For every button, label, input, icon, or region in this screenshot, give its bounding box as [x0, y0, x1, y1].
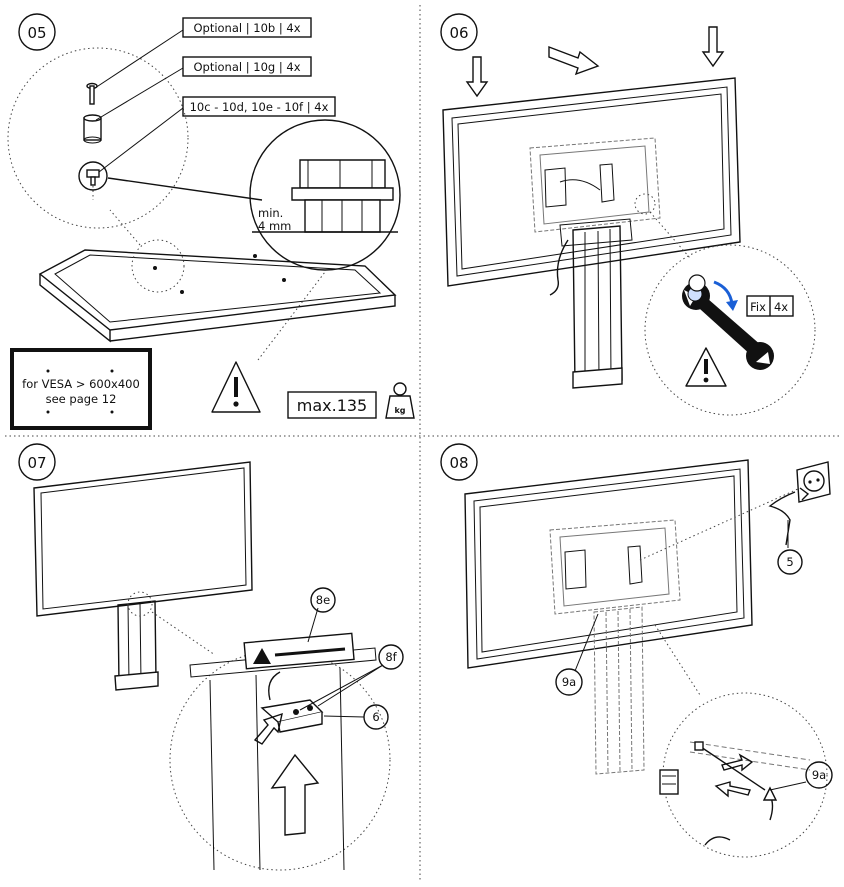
label-10g: Optional | 10g | 4x — [182, 56, 312, 77]
tv-panel-flat — [38, 239, 397, 343]
svg-text:4 mm: 4 mm — [258, 219, 291, 233]
max-load-label: max.135 — [287, 391, 377, 419]
svg-text:4x: 4x — [774, 300, 788, 314]
label-10c: 10c - 10d, 10e - 10f | 4x — [182, 96, 336, 117]
svg-text:kg: kg — [394, 406, 405, 415]
push-arrow-icon — [253, 712, 283, 745]
cable — [549, 239, 569, 296]
quadrant-dividers — [5, 5, 839, 882]
svg-text:for VESA > 600x400: for VESA > 600x400 — [22, 377, 140, 391]
svg-text:8e: 8e — [316, 593, 330, 607]
tv-screen-front — [33, 461, 253, 617]
wrench-icon — [682, 274, 774, 370]
step-06: 06 — [440, 13, 816, 416]
svg-text:5: 5 — [786, 555, 793, 569]
callout-9a-main: 9a — [555, 668, 583, 696]
power-cable — [768, 491, 796, 546]
up-arrow-icon — [270, 753, 320, 836]
label-10b: Optional | 10b | 4x — [182, 17, 312, 38]
spacer-10g — [83, 114, 102, 144]
lift-column — [559, 218, 633, 389]
callout-5: 5 — [777, 549, 803, 575]
connector-detail — [659, 769, 679, 795]
wrench-zoom-circle — [644, 244, 816, 416]
svg-text:Optional | 10g | 4x: Optional | 10g | 4x — [193, 60, 300, 74]
svg-text:9a: 9a — [812, 768, 826, 782]
power-socket-icon — [796, 461, 831, 503]
bolt-10b — [86, 82, 98, 105]
lift-column — [114, 600, 159, 691]
step-08-number: 08 — [449, 454, 468, 472]
svg-text:10c - 10d, 10e - 10f | 4x: 10c - 10d, 10e - 10f | 4x — [190, 100, 329, 114]
step-05-badge: 05 — [18, 13, 56, 51]
hardware-zoom-circle — [7, 47, 189, 229]
svg-text:min.: min. — [258, 206, 283, 220]
mount-plate — [549, 519, 681, 615]
step-08: 08 5 — [440, 443, 833, 858]
push-arrow-icon — [548, 45, 600, 76]
step-07-number: 07 — [27, 454, 46, 472]
column-detail — [189, 632, 377, 871]
down-arrow-icon — [465, 56, 489, 98]
fix-label: Fix 4x — [746, 295, 794, 317]
svg-text:9a: 9a — [562, 675, 576, 689]
cable-zoom-circle — [662, 692, 828, 858]
svg-text:6: 6 — [372, 710, 379, 724]
step-07-badge: 07 — [18, 443, 56, 481]
svg-text:Fix: Fix — [750, 300, 766, 314]
washer-highlight-circle — [78, 161, 108, 191]
step-06-badge: 06 — [440, 13, 478, 51]
step-07: 07 — [18, 443, 404, 871]
vesa-note-box: for VESA > 600x400 see page 12 — [10, 348, 152, 430]
svg-text:Optional | 10b | 4x: Optional | 10b | 4x — [193, 21, 300, 35]
step-05-number: 05 — [27, 24, 46, 42]
down-arrow-icon — [701, 26, 725, 68]
tv-screen-back — [442, 77, 741, 287]
screw-10c — [86, 169, 100, 186]
callout-9a-detail: 9a — [805, 761, 833, 789]
svg-text:max.135: max.135 — [297, 396, 367, 415]
callout-8e: 8e — [310, 587, 336, 613]
rotate-arrow-icon — [713, 280, 738, 311]
callout-6: 6 — [363, 704, 389, 730]
callout-8f: 8f — [378, 644, 404, 670]
min-gap-detail: min. 4 mm — [249, 119, 401, 271]
warning-icon — [685, 347, 727, 387]
tv-screen-back — [464, 459, 753, 669]
label-zoom-circle — [169, 649, 391, 871]
cable-detail — [659, 741, 811, 846]
svg-text:see page 12: see page 12 — [46, 392, 117, 406]
lift-column-ghost — [593, 606, 645, 775]
weight-icon: kg — [385, 382, 415, 419]
connector-6 — [260, 671, 324, 733]
warning-icon — [211, 361, 261, 413]
svg-text:8f: 8f — [385, 650, 397, 664]
step-05: 05 Optional | 10b | 4x — [7, 13, 415, 430]
mount-plate — [529, 137, 661, 233]
step-08-badge: 08 — [440, 443, 478, 481]
step-06-number: 06 — [449, 24, 468, 42]
